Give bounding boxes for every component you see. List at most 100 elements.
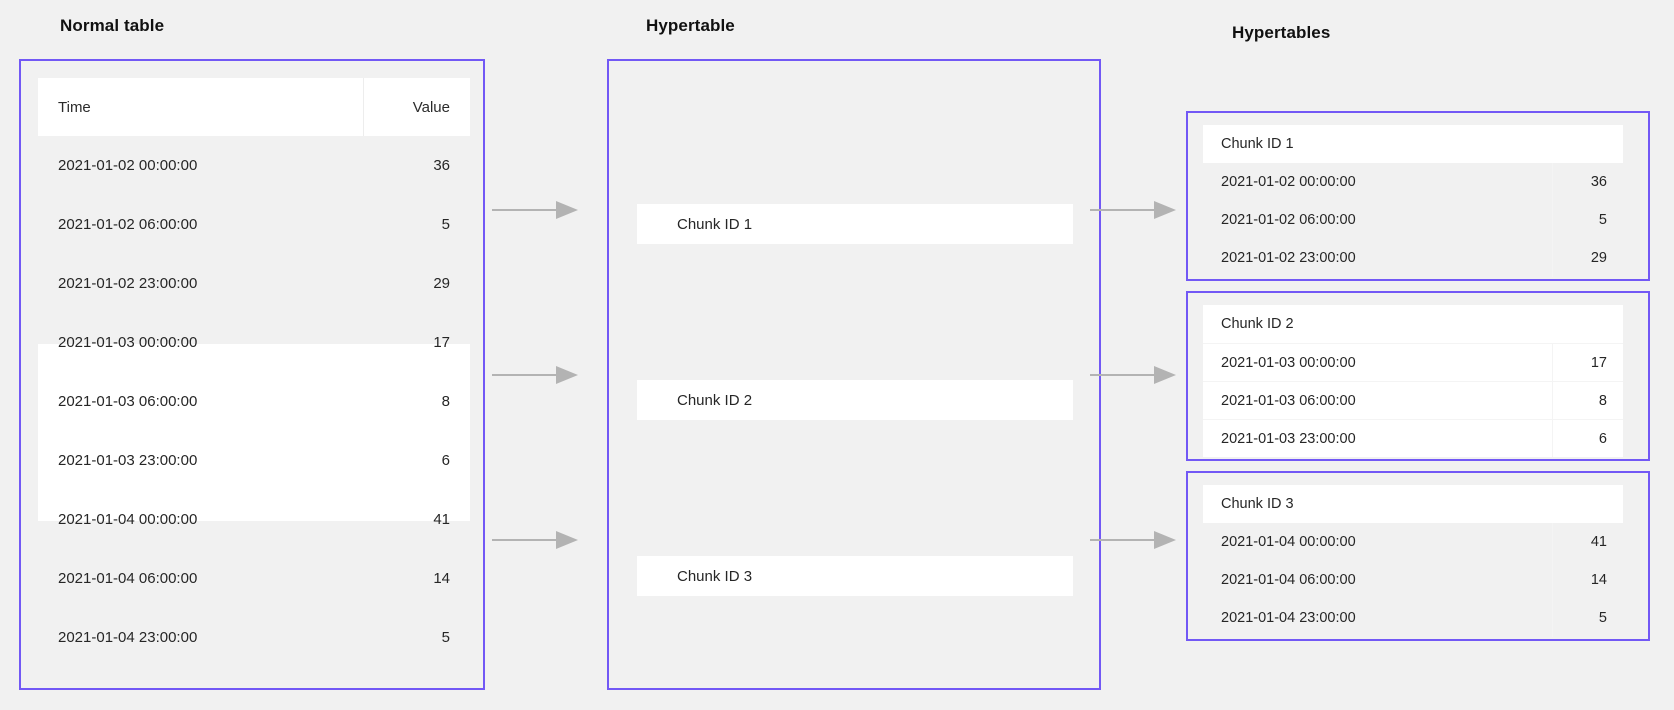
- cell-time: 2021-01-03 23:00:00: [1221, 430, 1356, 447]
- column-header-time: Time: [58, 98, 91, 116]
- arrow-shaft: [1090, 374, 1156, 376]
- table-row: 2021-01-02 23:00:00 29: [38, 254, 470, 313]
- chunk-label: Chunk ID 1: [677, 215, 753, 233]
- cell-time: 2021-01-03 06:00:00: [1221, 392, 1356, 409]
- header-column-divider: [363, 78, 364, 136]
- cell-time: 2021-01-04 23:00:00: [58, 629, 198, 646]
- cell-value: 5: [441, 216, 450, 233]
- chunk-column-divider: [1552, 163, 1553, 277]
- arrow-chunk1-to-hypertable1: [1090, 201, 1176, 219]
- table-row: 2021-01-03 00:00:00 17: [38, 313, 470, 372]
- cell-value: 41: [1590, 534, 1607, 550]
- cell-value: 6: [441, 452, 450, 469]
- table-row: 2021-01-04 00:00:00 41: [1203, 523, 1623, 561]
- normal-table-title: Normal table: [60, 16, 165, 35]
- chunk-header-row: Chunk ID 3: [1203, 485, 1623, 523]
- table-row: 2021-01-04 00:00:00 41: [38, 490, 470, 549]
- arrow-chunk2-to-hypertable2: [1090, 366, 1176, 384]
- arrow-normal-to-chunk2: [492, 366, 578, 384]
- arrow-normal-to-chunk3: [492, 531, 578, 549]
- table-row: 2021-01-02 23:00:00 29: [1203, 239, 1623, 277]
- arrow-shaft: [492, 539, 558, 541]
- table-row: 2021-01-03 23:00:00 6: [38, 431, 470, 490]
- table-row: 2021-01-03 00:00:00 17: [1203, 343, 1623, 381]
- chunk-column-divider: [1552, 343, 1553, 457]
- table-row: 2021-01-02 00:00:00 36: [38, 136, 470, 195]
- arrow-head-icon: [1154, 531, 1176, 549]
- hypertable-title: Hypertable: [646, 16, 735, 35]
- hypertables-title: Hypertables: [1232, 23, 1331, 42]
- hypertable-chunk-bar-1: Chunk ID 1: [637, 204, 1073, 244]
- cell-value: 36: [1590, 174, 1607, 190]
- cell-value: 5: [1598, 212, 1607, 228]
- arrow-head-icon: [556, 366, 578, 384]
- chunk-label: Chunk ID 3: [1221, 496, 1294, 512]
- hypertable-panel: Chunk ID 1 Chunk ID 2 Chunk ID 3: [607, 59, 1101, 690]
- cell-value: 14: [1590, 572, 1607, 588]
- chunk-label: Chunk ID 2: [1221, 316, 1294, 332]
- cell-time: 2021-01-02 06:00:00: [1221, 212, 1356, 228]
- chunk-label: Chunk ID 3: [677, 567, 753, 585]
- cell-value: 41: [433, 511, 450, 528]
- arrow-shaft: [1090, 539, 1156, 541]
- table-row: 2021-01-04 06:00:00 14: [38, 549, 470, 608]
- table-row: 2021-01-04 06:00:00 14: [1203, 561, 1623, 599]
- cell-value: 8: [1598, 392, 1607, 409]
- cell-value: 36: [433, 157, 450, 174]
- arrow-head-icon: [556, 201, 578, 219]
- hypertable-chunk-panel-3: Chunk ID 3 2021-01-04 00:00:00 41 2021-0…: [1186, 471, 1650, 641]
- cell-time: 2021-01-02 23:00:00: [1221, 250, 1356, 266]
- table-row: 2021-01-02 00:00:00 36: [1203, 163, 1623, 201]
- cell-value: 6: [1598, 430, 1607, 447]
- arrow-shaft: [1090, 209, 1156, 211]
- cell-time: 2021-01-03 00:00:00: [58, 334, 198, 351]
- normal-table: Time Value 2021-01-02 00:00:00 36 2021-0…: [38, 78, 470, 667]
- arrow-head-icon: [556, 531, 578, 549]
- cell-time: 2021-01-03 00:00:00: [1221, 354, 1356, 371]
- normal-table-panel: Time Value 2021-01-02 00:00:00 36 2021-0…: [19, 59, 485, 690]
- chunk-table: Chunk ID 1 2021-01-02 00:00:00 36 2021-0…: [1203, 125, 1623, 277]
- cell-time: 2021-01-03 23:00:00: [58, 452, 198, 469]
- cell-value: 8: [441, 393, 450, 410]
- cell-value: 17: [1590, 354, 1607, 371]
- table-header-row: Time Value: [38, 78, 470, 136]
- cell-time: 2021-01-04 06:00:00: [1221, 572, 1356, 588]
- hypertable-chunk-bar-2: Chunk ID 2: [637, 380, 1073, 420]
- cell-time: 2021-01-04 00:00:00: [1221, 534, 1356, 550]
- chunk-table: Chunk ID 3 2021-01-04 00:00:00 41 2021-0…: [1203, 485, 1623, 637]
- chunk-header-row: Chunk ID 1: [1203, 125, 1623, 163]
- chunk-label: Chunk ID 1: [1221, 136, 1294, 152]
- table-row: 2021-01-02 06:00:00 5: [38, 195, 470, 254]
- hypertable-chunk-bar-3: Chunk ID 3: [637, 556, 1073, 596]
- table-row: 2021-01-03 23:00:00 6: [1203, 419, 1623, 457]
- cell-time: 2021-01-02 23:00:00: [58, 275, 198, 292]
- cell-value: 5: [441, 629, 450, 646]
- cell-time: 2021-01-04 23:00:00: [1221, 610, 1356, 626]
- table-row: 2021-01-04 23:00:00 5: [1203, 599, 1623, 637]
- cell-time: 2021-01-02 00:00:00: [1221, 174, 1356, 190]
- arrow-shaft: [492, 374, 558, 376]
- cell-time: 2021-01-02 00:00:00: [58, 157, 198, 174]
- cell-value: 14: [433, 570, 450, 587]
- column-header-value: Value: [412, 98, 450, 116]
- cell-value: 5: [1598, 610, 1607, 626]
- table-row: 2021-01-02 06:00:00 5: [1203, 201, 1623, 239]
- cell-time: 2021-01-02 06:00:00: [58, 216, 198, 233]
- arrow-chunk3-to-hypertable3: [1090, 531, 1176, 549]
- table-row: 2021-01-04 23:00:00 5: [38, 608, 470, 667]
- chunk-column-divider: [1552, 523, 1553, 637]
- hypertable-chunk-panel-2: Chunk ID 2 2021-01-03 00:00:00 17 2021-0…: [1186, 291, 1650, 461]
- arrow-shaft: [492, 209, 558, 211]
- arrow-head-icon: [1154, 366, 1176, 384]
- chunk-header-row: Chunk ID 2: [1203, 305, 1623, 343]
- cell-value: 17: [433, 334, 450, 351]
- chunk-table: Chunk ID 2 2021-01-03 00:00:00 17 2021-0…: [1203, 305, 1623, 457]
- hypertable-chunk-panel-1: Chunk ID 1 2021-01-02 00:00:00 36 2021-0…: [1186, 111, 1650, 281]
- cell-time: 2021-01-04 06:00:00: [58, 570, 198, 587]
- cell-time: 2021-01-03 06:00:00: [58, 393, 198, 410]
- arrow-normal-to-chunk1: [492, 201, 578, 219]
- table-row: 2021-01-03 06:00:00 8: [38, 372, 470, 431]
- chunk-label: Chunk ID 2: [677, 391, 753, 409]
- cell-value: 29: [433, 275, 450, 292]
